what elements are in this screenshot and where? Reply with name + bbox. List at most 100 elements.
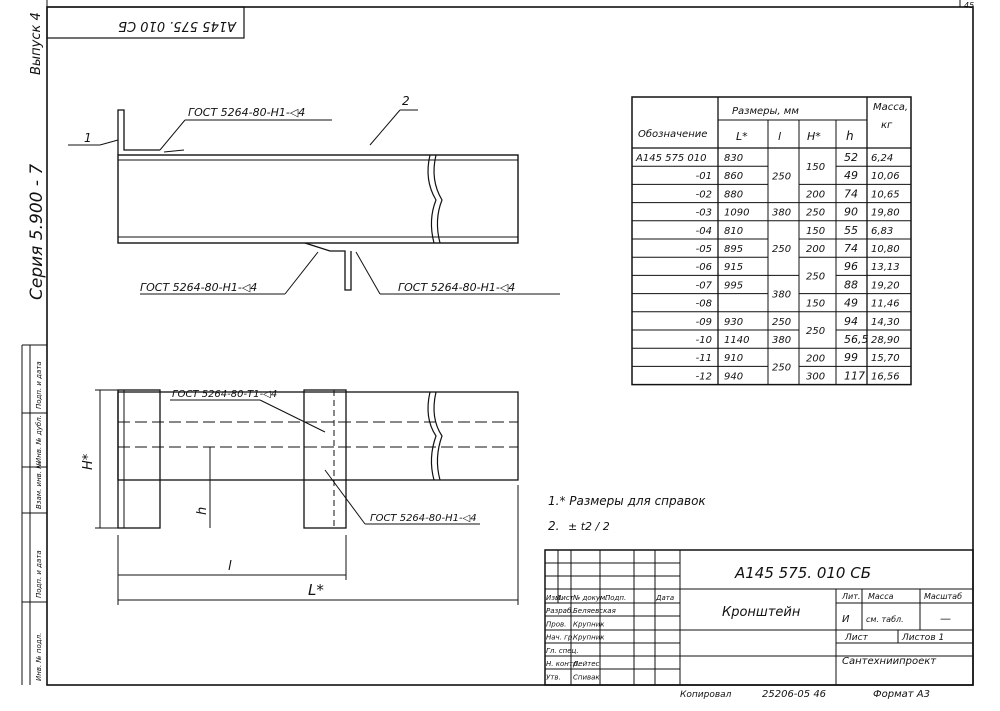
- table-cell-mass: 10,80: [871, 244, 900, 255]
- org-name: Сантехниипроект: [842, 656, 937, 667]
- table-cell-mass: 15,70: [871, 353, 900, 364]
- table-cell-designation: -02: [696, 189, 712, 200]
- title-block-name: Спивак: [573, 674, 600, 682]
- table-cell-h: 49: [844, 297, 858, 310]
- table-cell-H: 250: [806, 208, 825, 219]
- table-header-dims: Размеры, мм: [732, 106, 799, 117]
- table-cell-designation: -03: [696, 208, 712, 219]
- table-cell-mass: 6,24: [871, 153, 893, 164]
- table-subheader-h: h: [846, 129, 854, 143]
- table-cell-designation: -01: [696, 171, 712, 182]
- footer-copied: Копировал: [680, 690, 732, 700]
- front-view: [68, 109, 560, 295]
- table-cell-h: 55: [844, 224, 858, 237]
- table-cell-l: 380: [772, 290, 791, 301]
- title-block-role: Н. контр.: [546, 660, 580, 668]
- title-block-col-header: Дата: [655, 594, 674, 602]
- table-cell-L: 880: [724, 189, 743, 200]
- strip-label: Инв. № подл.: [35, 633, 43, 681]
- note-2-prefix: 2.: [548, 519, 559, 533]
- title-block-title: Кронштейн: [722, 605, 801, 620]
- table-cell-mass: 28,90: [871, 335, 900, 346]
- sheets-label: Листов 1: [901, 633, 944, 643]
- scale-label: Масштаб: [924, 592, 962, 601]
- table-cell-designation: -10: [696, 335, 712, 346]
- table-cell-l: 250: [772, 171, 791, 182]
- table-cell-mass: 19,80: [871, 208, 900, 219]
- table-cell-mass: 11,46: [871, 299, 900, 310]
- table-cell-designation: А145 575 010: [635, 153, 706, 164]
- table-cell-mass: 6,83: [871, 226, 893, 237]
- mass-label: Масса: [868, 592, 894, 601]
- table-cell-mass: 10,65: [871, 189, 900, 200]
- table-cell-h: 74: [844, 187, 858, 200]
- table-cell-mass: 13,13: [871, 262, 900, 273]
- table-cell-h: 56,5: [844, 333, 869, 346]
- table-cell-mass: 10,06: [871, 171, 900, 182]
- table-cell-designation: -05: [696, 244, 712, 255]
- title-block-col-header: Изм.: [546, 594, 562, 602]
- page-number: 45: [964, 1, 974, 10]
- weld-label-plan-right: ГОСТ 5264-80-Н1-◁4: [370, 513, 477, 524]
- table-cell-h: 117: [844, 369, 865, 382]
- table-header-designation: Обозначение: [638, 128, 707, 140]
- strip-label: Подп. и дата: [35, 550, 43, 598]
- sheet-label: Лист: [844, 633, 869, 643]
- table-cell-h: 96: [844, 260, 858, 273]
- table-cell-L: 895: [724, 244, 743, 255]
- title-block-role: Пров.: [546, 620, 566, 628]
- title-block-name: Лейтес: [572, 660, 600, 668]
- title-block-role: Утв.: [546, 674, 561, 682]
- weld-label-plan-top: ГОСТ 5264-80-Т1-◁4: [172, 389, 277, 400]
- corner-stamp: А145 575. 010 СБ: [118, 18, 237, 33]
- table-subheader-l: l: [778, 130, 781, 143]
- title-block-name: Беляевская: [573, 607, 616, 615]
- table-cell-H: 200: [806, 190, 825, 201]
- table-cell-L: 940: [724, 371, 743, 382]
- issue-label: Выпуск 4: [29, 12, 44, 75]
- title-block-name: Крупник: [573, 620, 605, 628]
- title-block-col-header: Подп.: [605, 594, 626, 602]
- callout-1: 1: [84, 131, 92, 145]
- title-block-role: Нач. гр.: [546, 634, 575, 642]
- footer-format: Формат А3: [873, 689, 930, 700]
- title-block-role: Разраб.: [546, 607, 574, 615]
- table-cell-designation: -06: [696, 262, 712, 273]
- table-subheader-L: L*: [736, 130, 748, 143]
- table-cell-H: 150: [806, 299, 825, 310]
- table-cell-designation: -08: [696, 299, 712, 310]
- title-block-code: А145 575. 010 СБ: [734, 564, 871, 582]
- strip-label: Инв. № дубл.: [35, 415, 43, 463]
- table-cell-L: 860: [724, 171, 743, 182]
- dim-label-H: Н*: [81, 453, 96, 470]
- dim-label-l: l: [228, 559, 232, 574]
- table-cell-h: 99: [844, 351, 858, 364]
- weld-label-bottom-left: ГОСТ 5264-80-Н1-◁4: [140, 281, 257, 294]
- table-cell-l: 380: [772, 335, 791, 346]
- weld-label-bottom-right: ГОСТ 5264-80-Н1-◁4: [398, 281, 515, 294]
- dim-label-L: L*: [308, 581, 324, 599]
- table-cell-L: 1090: [724, 208, 749, 219]
- weld-label-top: ГОСТ 5264-80-Н1-◁4: [188, 106, 305, 119]
- table-cell-H: 300: [806, 372, 825, 383]
- table-cell-l: 250: [772, 362, 791, 373]
- table-cell-designation: -09: [696, 317, 712, 328]
- table-cell-L: 930: [724, 317, 743, 328]
- callout-2: 2: [402, 94, 410, 108]
- strip-label: Взам. инв. №: [35, 461, 43, 509]
- table-cell-l: 380: [772, 208, 791, 219]
- table-cell-H: 250: [806, 271, 825, 282]
- scale-value: —: [940, 612, 951, 625]
- table-cell-H: 150: [806, 226, 825, 237]
- mass-value: см. табл.: [866, 615, 904, 624]
- table-cell-h: 74: [844, 242, 858, 255]
- title-block-role: Гл. спец.: [546, 647, 579, 655]
- table-header-mass: Масса,: [873, 102, 908, 113]
- table-cell-mass: 19,20: [871, 280, 900, 291]
- lit-label: Лит.: [841, 592, 860, 601]
